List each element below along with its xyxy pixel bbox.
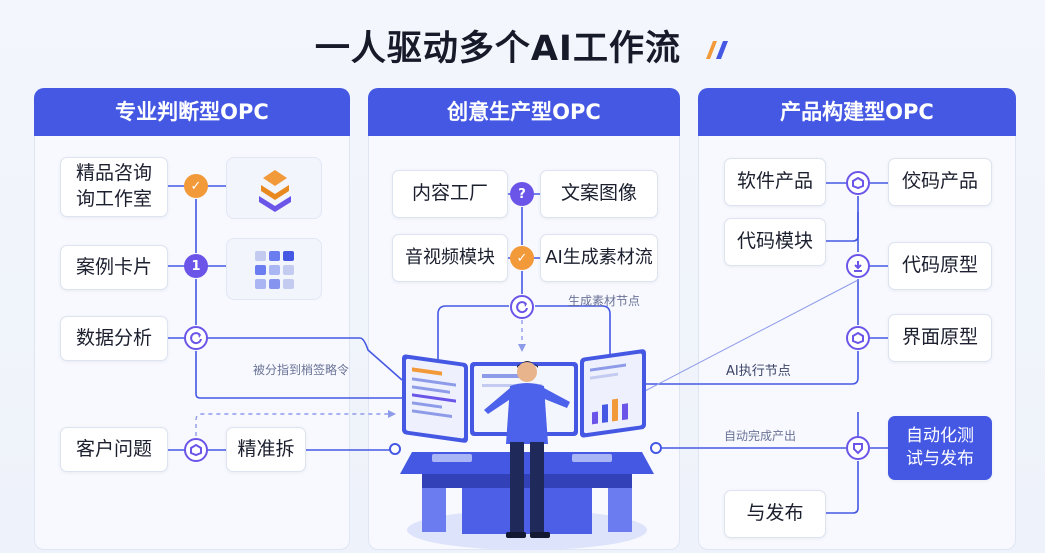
box-data-analysis: 数据分析 — [60, 316, 168, 361]
panel-creative-title: 创意生产型OPC — [368, 88, 680, 136]
desk-connector-right — [650, 442, 662, 454]
hexagon-glyph — [852, 176, 864, 190]
label-ai-exec-node: AI执行节点 — [726, 364, 791, 379]
grid-app-icon — [255, 251, 294, 289]
label-auto-complete: 自动完成产出 — [724, 429, 797, 443]
box-software-product-label: 软件产品 — [736, 170, 813, 193]
shield-glyph — [853, 443, 863, 455]
grid-app-box — [226, 238, 322, 300]
box-av-module: 音视频模块 — [392, 234, 508, 282]
refresh-glyph-middle — [516, 301, 528, 314]
refresh-icon-middle — [510, 295, 534, 319]
box-auto-test-release: 自动化测试与发布 — [888, 416, 992, 480]
box-case-cards-label: 案例卡片 — [75, 255, 152, 278]
refresh-glyph — [190, 332, 202, 345]
box-client-issue-label: 客户问题 — [75, 437, 152, 460]
box-content-factory: 内容工厂 — [392, 170, 508, 218]
box-ai-material-flow-label: AI生成素材流 — [545, 246, 653, 268]
layers-logo-box — [226, 157, 322, 219]
box-code-prototype-label: 代码原型 — [901, 254, 978, 277]
box-release-label: 与发布 — [746, 502, 804, 525]
panel-product-title: 产品构建型OPC — [698, 88, 1016, 136]
box-copy-image: 文案图像 — [540, 170, 658, 218]
check-node-glyph-middle: ✓ — [516, 250, 528, 266]
box-code-product: 佼码产品 — [888, 158, 992, 206]
check-node-glyph: ✓ — [190, 178, 202, 194]
box-data-analysis-label: 数据分析 — [75, 326, 152, 349]
box-software-product: 软件产品 — [724, 158, 826, 206]
label-generate-node: 生成素材节点 — [568, 294, 641, 308]
box-precise-breakdown-label: 精准拆 — [237, 437, 295, 460]
box-content-factory-label: 内容工厂 — [411, 182, 488, 205]
hexagon-icon — [846, 171, 870, 195]
shield-icon — [846, 436, 870, 460]
box-code-prototype: 代码原型 — [888, 242, 992, 290]
download-icon — [846, 254, 870, 278]
cycle-icon — [184, 438, 208, 462]
title-text: 一人驱动多个AI工作流 — [314, 29, 681, 69]
hexagon-glyph-2 — [852, 331, 864, 345]
question-icon: ? — [510, 182, 534, 206]
download-glyph — [854, 261, 862, 272]
box-ui-prototype: 界面原型 — [888, 314, 992, 362]
hexagon-icon-2 — [846, 326, 870, 350]
check-icon: ✓ — [184, 174, 208, 198]
desk-connector-left — [389, 443, 401, 455]
label-assigned: 被分指到梢签略令 — [253, 363, 350, 377]
check-icon-middle: ✓ — [510, 246, 534, 270]
box-code-module: 代码模块 — [724, 218, 826, 266]
page-title: 一人驱动多个AI工作流 — [0, 20, 1045, 71]
panel-professional-title: 专业判断型OPC — [34, 88, 350, 136]
box-auto-test-release-label: 自动化测试与发布 — [906, 426, 974, 469]
box-boutique-consulting: 精品咨询询工作室 — [60, 157, 168, 217]
cycle-glyph — [190, 443, 202, 457]
box-code-module-label: 代码模块 — [736, 230, 813, 253]
question-node-glyph: ? — [518, 186, 526, 202]
box-av-module-label: 音视频模块 — [405, 246, 495, 268]
box-case-cards: 案例卡片 — [60, 245, 168, 290]
box-code-product-label: 佼码产品 — [901, 170, 978, 193]
box-boutique-consulting-label: 精品咨询询工作室 — [75, 162, 152, 210]
box-ui-prototype-label: 界面原型 — [901, 326, 978, 349]
refresh-icon — [184, 326, 208, 350]
box-release: 与发布 — [724, 490, 826, 538]
operator-illustration — [400, 349, 654, 550]
box-client-issue: 客户问题 — [60, 427, 168, 472]
box-precise-breakdown: 精准拆 — [226, 427, 306, 472]
number-one-icon: 1 — [184, 254, 208, 278]
box-copy-image-label: 文案图像 — [560, 182, 637, 205]
slash-deco-icon — [706, 41, 729, 59]
layers-logo-icon — [259, 170, 291, 212]
number-one-node-glyph: 1 — [191, 258, 201, 274]
box-ai-material-flow: AI生成素材流 — [540, 234, 658, 282]
